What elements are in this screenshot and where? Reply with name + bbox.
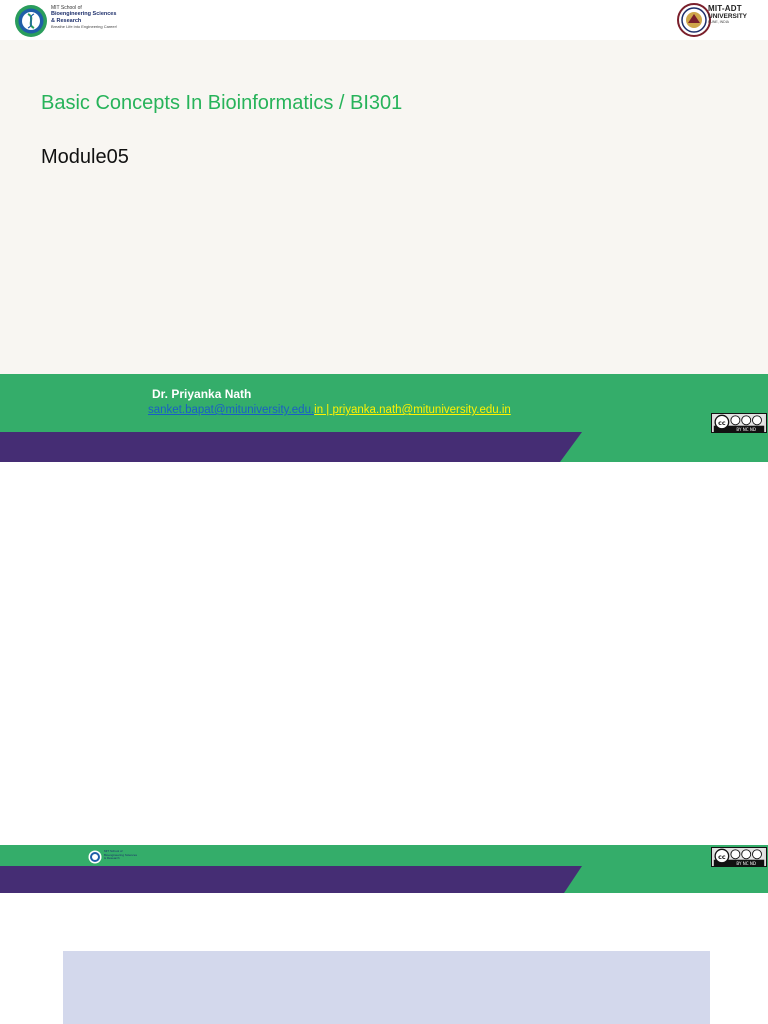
mini-logo-line-1: MIT School of — [104, 849, 123, 853]
presenter-name: Dr. Priyanka Nath — [152, 387, 252, 401]
svg-text:cc: cc — [718, 420, 726, 427]
course-title: Basic Concepts In Bioinformatics / BI301 — [41, 92, 403, 114]
email-link-priyanka[interactable]: priyanka.nath@mituniversity.edu.in — [332, 404, 511, 416]
cc-license-icon-2: cc BY NC ND — [711, 847, 767, 867]
logo-line-2: Bioengineering Sciences — [51, 11, 117, 17]
mit-bioengineering-logo-text: MIT School of Bioengineering Sciences & … — [51, 5, 161, 29]
mini-logo-icon — [88, 850, 102, 864]
mit-bioengineering-logo-icon — [15, 5, 47, 37]
license-text: BY NC ND — [736, 427, 756, 432]
cc-license-icon: cc BY NC ND — [711, 413, 767, 433]
mit-adt-seal-icon — [677, 3, 711, 37]
license-text-2: BY NC ND — [736, 861, 756, 866]
footer-band — [0, 374, 768, 462]
mini-logo-line-2: Bioengineering Sciences — [104, 852, 138, 857]
module-title: Module05 — [41, 146, 129, 168]
logo-line-1: MIT School of — [51, 5, 82, 11]
logo-line-3: & Research — [51, 17, 82, 24]
mit-adt-logo-text: MIT-ADT UNIVERSITY PUNE, INDIA — [708, 4, 768, 24]
content-box — [63, 951, 710, 1024]
mini-logo-line-3: & Research — [104, 856, 120, 861]
email-link-sanket[interactable]: sanket.bapat@mituniversity.edu. — [148, 404, 315, 416]
slide-header — [0, 0, 768, 40]
email-separator: in | — [314, 404, 333, 416]
title-panel — [0, 40, 768, 374]
university-name: MIT-ADT — [708, 4, 742, 13]
university-sub: UNIVERSITY — [708, 13, 748, 20]
university-place: PUNE, INDIA — [708, 20, 730, 24]
mini-logo-text: MIT School of Bioengineering Sciences & … — [104, 849, 148, 861]
footer-band-2 — [0, 845, 768, 893]
svg-text:cc: cc — [718, 854, 726, 861]
logo-tagline: Breathe Life into Engineering Career! — [51, 24, 118, 29]
contact-emails: sanket.bapat@mituniversity.edu.in | priy… — [148, 404, 511, 416]
